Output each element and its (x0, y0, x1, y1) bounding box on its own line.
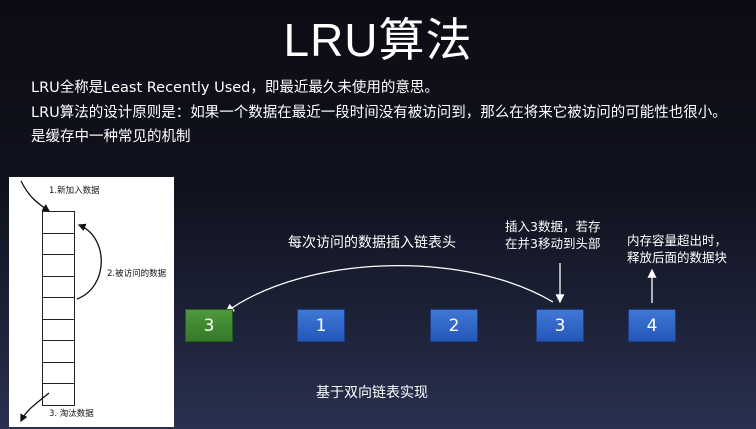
access-arrow (76, 223, 102, 300)
list-node-head: 3 (185, 309, 233, 342)
page-title: LRU算法 (283, 14, 473, 66)
label-add: 1.新加入数据 (49, 186, 100, 196)
stack (42, 211, 75, 406)
label-access: 2.被访问的数据 (107, 269, 167, 279)
lru-stack-diagram: 1.新加入数据 2.被访问的数据 3. 淘汰数据 (9, 177, 174, 427)
stack-cell (42, 318, 75, 340)
stack-cell (42, 361, 75, 383)
list-node: 3 (536, 309, 584, 342)
description-line-2: LRU算法的设计原则是：如果一个数据在最近一段时间没有被访问到，那么在将来它被访… (31, 105, 727, 121)
release-note: 内存容量超出时， 释放后面的数据块 (627, 232, 727, 266)
label-evict: 3. 淘汰数据 (49, 409, 94, 419)
description-line-3: 是缓存中一种常见的机制 (31, 129, 191, 145)
stack-cell (42, 211, 75, 233)
description-line-1: LRU全称是Least Recently Used，即最近最久未使用的意思。 (31, 80, 439, 96)
stack-cell (42, 383, 75, 406)
list-node: 2 (430, 309, 478, 342)
stack-cell (42, 232, 75, 254)
stack-cell (42, 340, 75, 362)
insert-note-line-1: 插入3数据，若存 (505, 219, 601, 234)
list-caption: 每次访问的数据插入链表头 (288, 235, 456, 251)
insert-note-line-2: 在并3移动到头部 (505, 236, 601, 251)
insert-note: 插入3数据，若存 在并3移动到头部 (505, 218, 600, 252)
stack-cell (42, 254, 75, 276)
add-arrow (20, 180, 51, 212)
release-note-line-1: 内存容量超出时， (627, 233, 728, 248)
list-node: 1 (297, 309, 345, 342)
move-to-head-arrow (224, 265, 554, 313)
stack-cell (42, 275, 75, 297)
stack-arrows (20, 180, 102, 423)
release-note-line-2: 释放后面的数据块 (627, 250, 728, 265)
evict-arrow (20, 392, 50, 423)
footer-caption: 基于双向链表实现 (316, 385, 428, 401)
stack-cell (42, 297, 75, 319)
list-node-tail: 4 (628, 309, 676, 342)
